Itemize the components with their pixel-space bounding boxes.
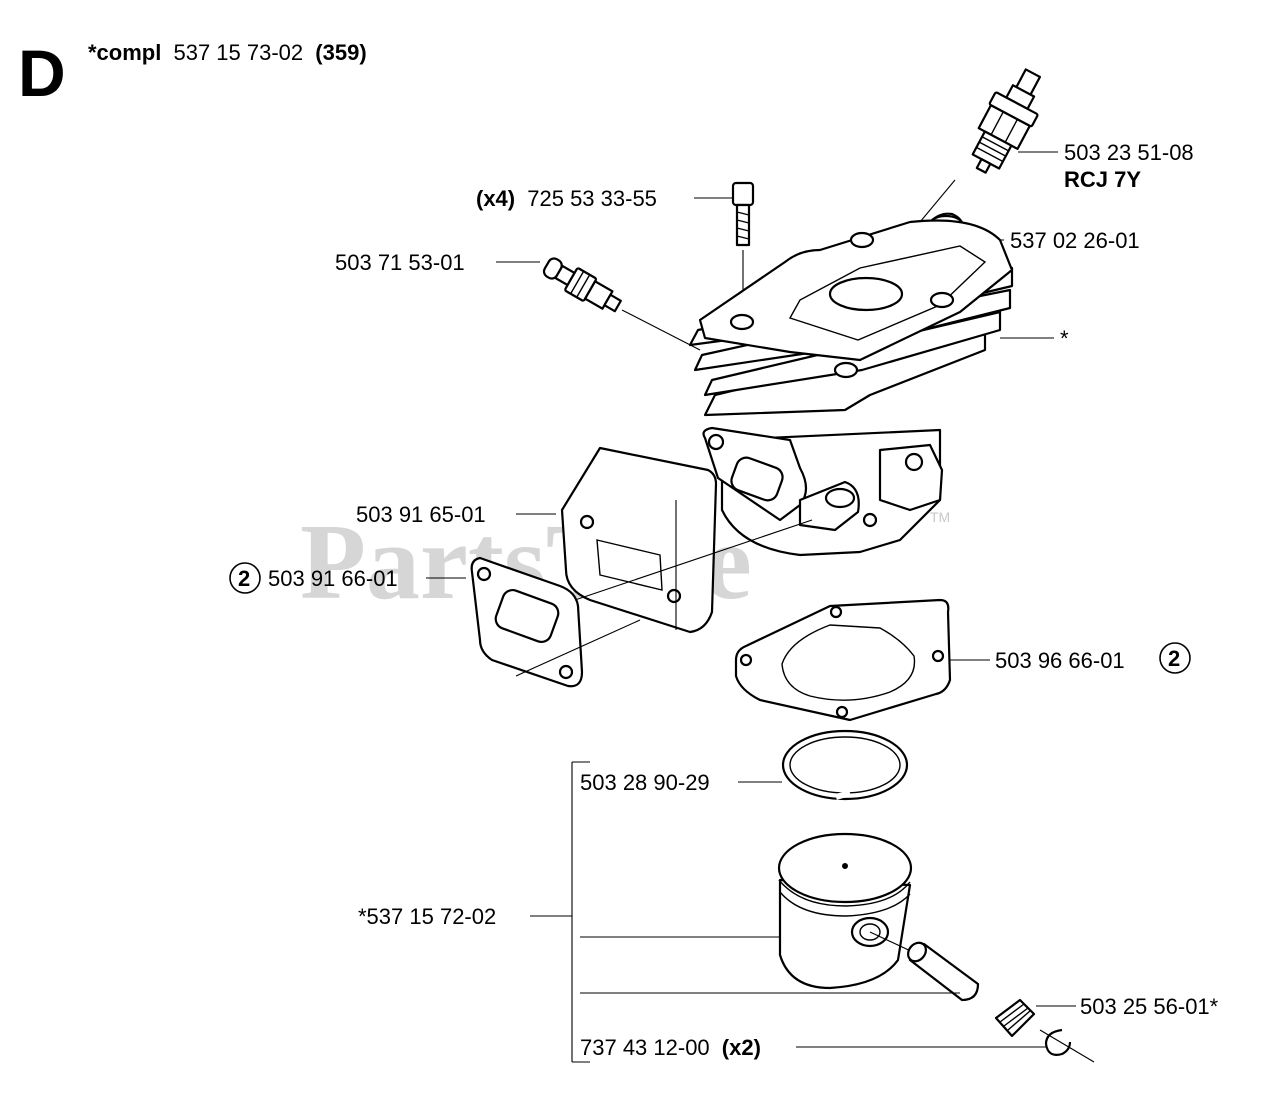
spark-plug-drawing xyxy=(971,68,1042,174)
watermark-tm: TM xyxy=(930,509,950,525)
leader-exhaust-axis xyxy=(574,519,813,601)
base-gasket-qty-badge: 2 xyxy=(1159,642,1191,674)
label-spark-plug-type: RCJ 7Y xyxy=(1064,167,1141,192)
label-cylinder-marker: * xyxy=(1060,326,1069,351)
label-heat-shield: 503 91 65-01 xyxy=(356,502,486,527)
piston-drawing xyxy=(777,832,913,990)
svg-text:2: 2 xyxy=(238,566,250,591)
compl-header: *compl 537 15 73-02 (359) xyxy=(88,40,367,65)
label-spark-plug-number: 503 23 51-08 xyxy=(1064,140,1194,165)
compl-number: 537 15 73-02 xyxy=(173,40,303,65)
needle-bearing-drawing xyxy=(994,998,1036,1038)
piston-pin-drawing xyxy=(907,941,980,1002)
label-screw-qty: (x4) xyxy=(476,186,515,211)
piston-kit-bracket xyxy=(530,761,590,1063)
muffler-gasket-qty-badge: 2 xyxy=(229,562,261,594)
label-cap: 537 02 26-01 xyxy=(1010,228,1140,253)
cylinder-drawing xyxy=(688,219,1014,557)
base-gasket-drawing xyxy=(734,598,952,722)
label-needle-bearing: 503 25 56-01* xyxy=(1080,994,1219,1019)
heat-shield-drawing xyxy=(560,446,718,634)
label-circlip-number: 737 43 12-00 xyxy=(580,1035,710,1060)
decompression-valve-drawing xyxy=(542,257,622,313)
label-circlip: 737 43 12-00 (x2) xyxy=(580,1035,761,1060)
section-letter: D xyxy=(18,36,66,110)
leader-valve-axis xyxy=(621,309,701,351)
label-piston-ring: 503 28 90-29 xyxy=(580,770,710,795)
compl-prefix: *compl xyxy=(88,40,161,65)
label-muffler-gasket: 503 91 66-01 xyxy=(268,566,398,591)
muffler-gasket-drawing xyxy=(470,556,641,688)
label-decompression-valve: 503 71 53-01 xyxy=(335,250,465,275)
label-screw-number: 725 53 33-55 xyxy=(527,186,657,211)
label-piston-kit: *537 15 72-02 xyxy=(358,904,496,929)
label-screw: (x4) 725 53 33-55 xyxy=(476,186,657,211)
circlip-drawing xyxy=(1039,1028,1095,1063)
compl-ref: (359) xyxy=(315,40,366,65)
label-circlip-qty: (x2) xyxy=(722,1035,761,1060)
piston-ring-drawing xyxy=(781,729,909,801)
label-base-gasket: 503 96 66-01 xyxy=(995,648,1125,673)
svg-text:2: 2 xyxy=(1168,646,1180,671)
